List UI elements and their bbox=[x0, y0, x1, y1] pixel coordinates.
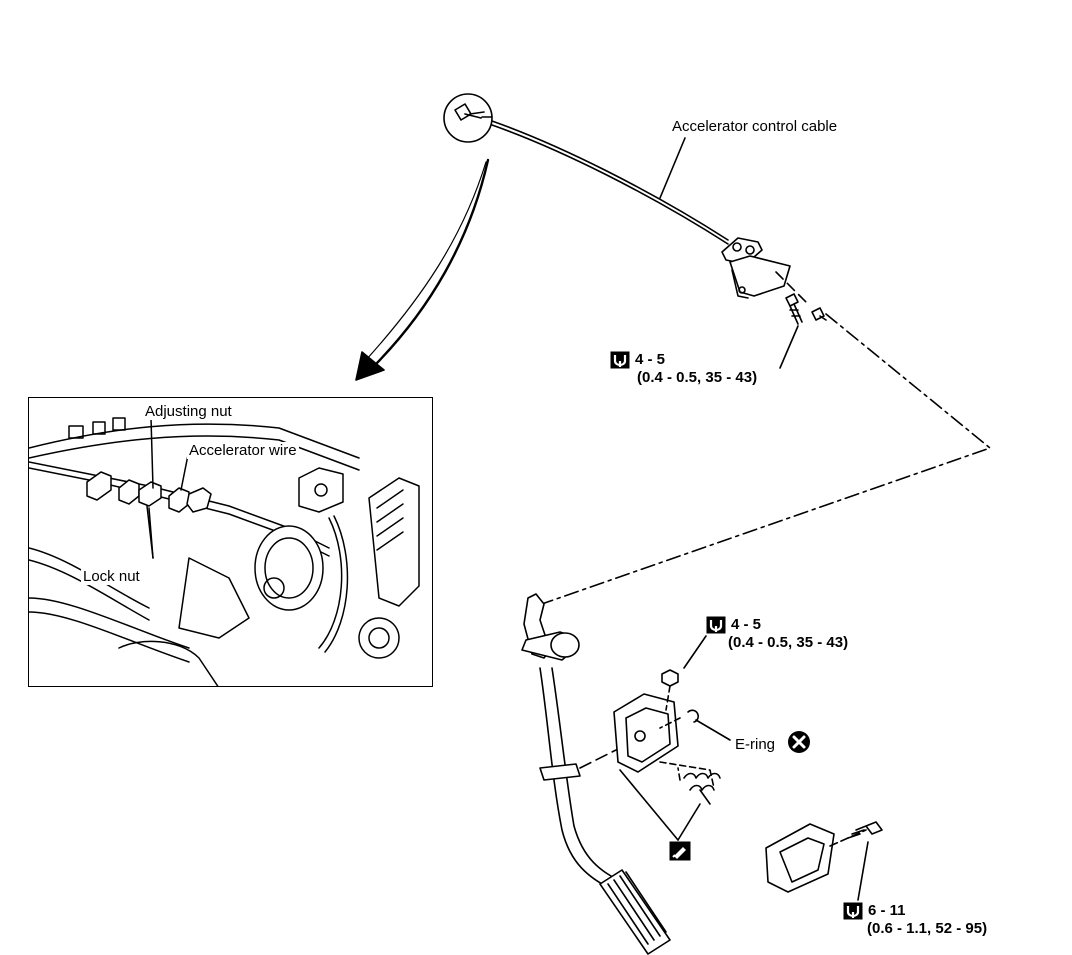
torque-stopper-bolt: 6 - 11 (0.6 - 1.1, 52 - 95) bbox=[843, 902, 987, 938]
torque-wrench-icon bbox=[610, 351, 630, 369]
do-not-reuse-icon bbox=[788, 731, 810, 753]
accelerator-wire-label: Accelerator wire bbox=[187, 442, 299, 459]
adjusting-nut-label: Adjusting nut bbox=[143, 403, 234, 420]
pedal-bracket bbox=[613, 693, 679, 773]
torque-stopper-units: (0.6 - 1.1, 52 - 95) bbox=[867, 920, 988, 937]
grease-apply-icon bbox=[669, 841, 691, 861]
detail-circle bbox=[443, 93, 493, 143]
detail-arrow bbox=[370, 158, 490, 370]
torque-upper-value: 4 - 5 bbox=[635, 351, 666, 368]
torque-pedal-value: 4 - 5 bbox=[731, 616, 762, 633]
torque-wrench-icon bbox=[706, 616, 726, 634]
torque-upper-bracket: 4 - 5 (0.4 - 0.5, 35 - 43) bbox=[610, 351, 757, 387]
torque-stopper-value: 6 - 11 bbox=[868, 902, 906, 919]
engine-inset: Adjusting nut Accelerator wire Lock nut bbox=[28, 397, 433, 687]
throttle-body-drawing bbox=[29, 417, 420, 686]
accelerator-cable bbox=[491, 120, 729, 241]
torque-pedal-nut: 4 - 5 (0.4 - 0.5, 35 - 43) bbox=[706, 616, 848, 652]
pedal-nut bbox=[661, 669, 679, 687]
accelerator-control-cable-label: Accelerator control cable bbox=[672, 118, 838, 135]
lock-nut-label: Lock nut bbox=[81, 568, 142, 585]
torque-pedal-units: (0.4 - 0.5, 35 - 43) bbox=[728, 634, 849, 651]
torque-upper-units: (0.4 - 0.5, 35 - 43) bbox=[637, 369, 758, 386]
bracket-bolt bbox=[785, 293, 803, 325]
cable-routing-line bbox=[535, 313, 991, 607]
e-ring-label: E-ring bbox=[735, 736, 776, 753]
pedal-stopper bbox=[765, 823, 835, 893]
torque-wrench-icon bbox=[843, 902, 863, 920]
return-spring bbox=[683, 772, 721, 805]
stopper-bolt bbox=[847, 821, 883, 839]
